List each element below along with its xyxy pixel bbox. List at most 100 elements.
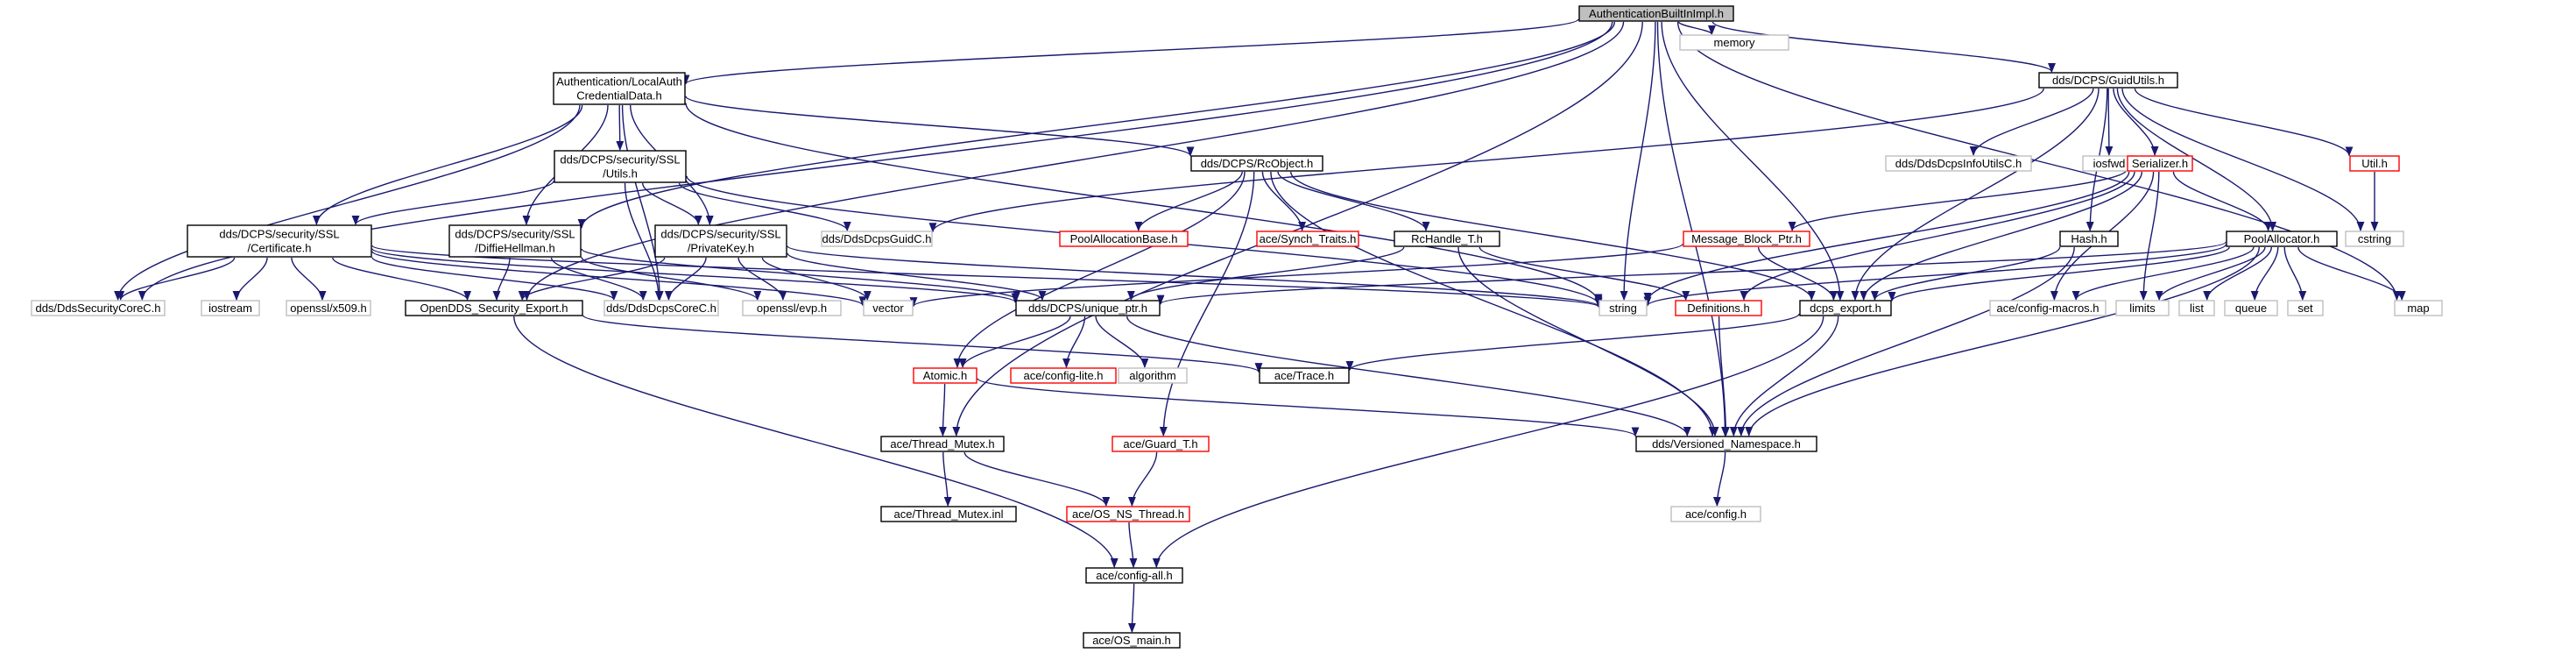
node-box-certificate[interactable] [187, 224, 372, 258]
node-list: list [2178, 300, 2215, 316]
node-box-sslutils[interactable] [554, 150, 687, 183]
node-box-configlite[interactable] [1010, 367, 1117, 384]
node-box-threadmutexinl[interactable] [880, 506, 1017, 522]
node-box-threadmutex[interactable] [880, 436, 1005, 452]
node-configall[interactable]: ace/config-all.h [1085, 567, 1183, 584]
edge-guardt-to-osnsthread [1127, 451, 1158, 507]
node-uniqueptr[interactable]: dds/DCPS/unique_ptr.h [1015, 300, 1161, 316]
node-securitycore: dds/DdsSecurityCoreC.h [31, 300, 166, 316]
node-configlite[interactable]: ace/config-lite.h [1010, 367, 1117, 384]
edge-certificate-to-x509 [291, 257, 327, 302]
node-threadmutexinl[interactable]: ace/Thread_Mutex.inl [880, 506, 1017, 522]
node-box-definitions[interactable] [1675, 300, 1762, 316]
node-memory: memory [1679, 34, 1789, 51]
edge-dcpsexport-to-acetrace [1345, 313, 1800, 372]
node-rcobject[interactable]: dds/DCPS/RcObject.h [1190, 155, 1323, 172]
node-label-certificate: /Certificate.h [248, 242, 312, 255]
node-box-map [2394, 300, 2443, 316]
node-serializer[interactable]: Serializer.h [2127, 155, 2193, 172]
node-box-diffie[interactable] [448, 224, 582, 258]
node-definitions[interactable]: Definitions.h [1675, 300, 1762, 316]
node-sslutils[interactable]: dds/DCPS/security/SSL/Utils.h [554, 150, 687, 183]
node-osnsthread[interactable]: ace/OS_NS_Thread.h [1066, 506, 1190, 522]
node-set: set [2287, 300, 2324, 316]
node-rchandle[interactable]: RcHandle_T.h [1394, 231, 1500, 247]
node-label-list: list [2190, 302, 2204, 315]
edge-privatekey-to-dcpscore [664, 257, 707, 302]
node-diffie[interactable]: dds/DCPS/security/SSL/DiffieHellman.h [448, 224, 582, 258]
node-authbuiltin[interactable]: AuthenticationBuiltInImpl.h [1578, 5, 1734, 22]
node-synchtraits[interactable]: ace/Synch_Traits.h [1256, 231, 1359, 247]
node-box-versioned[interactable] [1635, 436, 1817, 452]
node-guardt[interactable]: ace/Guard_T.h [1112, 436, 1210, 452]
edge-privatekey-to-string [787, 245, 1603, 308]
node-utilh[interactable]: Util.h [2349, 155, 2400, 172]
node-label-string: string [1609, 302, 1637, 315]
node-box-uniqueptr[interactable] [1015, 300, 1161, 316]
node-box-msgblock[interactable] [1683, 231, 1810, 247]
edge-poolallocator-to-configmacros [2071, 246, 2255, 302]
node-box-acetrace[interactable] [1259, 367, 1350, 384]
node-label-localauth: Authentication/LocalAuth [556, 75, 682, 89]
node-acetrace[interactable]: ace/Trace.h [1259, 367, 1350, 384]
node-dcpscore: dds/DdsDcpsCoreC.h [603, 300, 719, 316]
node-box-hash[interactable] [2059, 231, 2119, 247]
node-box-poolalloc[interactable] [1059, 231, 1189, 247]
node-infoutils: dds/DdsDcpsInfoUtilsC.h [1885, 155, 2032, 172]
edge-diffie-to-secexport [492, 257, 511, 302]
node-box-set [2287, 300, 2324, 316]
node-dcpsexport[interactable]: dcps_export.h [1799, 300, 1892, 316]
edge-guidutils-to-poolallocator [2116, 88, 2277, 232]
edge-certificate-to-secexport [332, 257, 471, 302]
node-box-atomic[interactable] [913, 367, 977, 384]
node-secexport[interactable]: OpenDDS_Security_Export.h [405, 300, 583, 316]
node-queue: queue [2224, 300, 2278, 316]
node-hash[interactable]: Hash.h [2059, 231, 2119, 247]
node-string: string [1599, 300, 1648, 316]
node-label-msgblock: Message_Block_Ptr.h [1691, 232, 1802, 245]
node-cstring: cstring [2345, 231, 2404, 247]
edge-localauth-to-string [685, 103, 1603, 304]
node-osmain[interactable]: ace/OS_main.h [1083, 632, 1181, 649]
node-box-poolallocator[interactable] [2226, 231, 2338, 247]
edge-certificate-to-dcpscore [371, 256, 618, 302]
node-vector: vector [863, 300, 914, 316]
edge-authbuiltin-to-secexport [523, 21, 1625, 302]
node-msgblock[interactable]: Message_Block_Ptr.h [1683, 231, 1810, 247]
node-box-rchandle[interactable] [1394, 231, 1500, 247]
node-poolallocator[interactable]: PoolAllocator.h [2226, 231, 2338, 247]
edge-guidutils-to-dcpsexport [1851, 88, 2100, 302]
node-certificate[interactable]: dds/DCPS/security/SSL/Certificate.h [187, 224, 372, 258]
node-box-authbuiltin[interactable] [1578, 5, 1734, 22]
node-box-queue [2224, 300, 2278, 316]
edge-authbuiltin-to-guidutils [1711, 21, 2056, 74]
node-threadmutex[interactable]: ace/Thread_Mutex.h [880, 436, 1005, 452]
node-atomic[interactable]: Atomic.h [913, 367, 977, 384]
node-poolalloc[interactable]: PoolAllocationBase.h [1059, 231, 1189, 247]
node-label-threadmutex: ace/Thread_Mutex.h [890, 437, 994, 451]
node-box-guardt[interactable] [1112, 436, 1210, 452]
node-box-configall[interactable] [1085, 567, 1183, 584]
node-box-serializer[interactable] [2127, 155, 2193, 172]
edge-rcobject-to-rchandle [1277, 171, 1430, 232]
node-box-synchtraits[interactable] [1256, 231, 1359, 247]
edge-sslutils-to-dcpscore [624, 182, 663, 302]
node-box-secexport[interactable] [405, 300, 583, 316]
node-box-osnsthread[interactable] [1066, 506, 1190, 522]
node-box-osmain[interactable] [1083, 632, 1181, 649]
node-box-rcobject[interactable] [1190, 155, 1323, 172]
node-label-sslutils: /Utils.h [603, 167, 638, 181]
node-versioned[interactable]: dds/Versioned_Namespace.h [1635, 436, 1817, 452]
node-box-localauth[interactable] [553, 72, 686, 105]
node-box-guidutils[interactable] [2038, 72, 2178, 89]
node-privatekey[interactable]: dds/DCPS/security/SSL/PrivateKey.h [654, 224, 787, 258]
node-box-privatekey[interactable] [654, 224, 787, 258]
edge-msgblock-to-dcpsexport [1757, 246, 1838, 302]
node-label-definitions: Definitions.h [1687, 302, 1750, 315]
node-box-utilh[interactable] [2349, 155, 2400, 172]
node-guidutils[interactable]: dds/DCPS/GuidUtils.h [2038, 72, 2178, 89]
node-box-string [1599, 300, 1648, 316]
node-box-dcpsexport[interactable] [1799, 300, 1892, 316]
